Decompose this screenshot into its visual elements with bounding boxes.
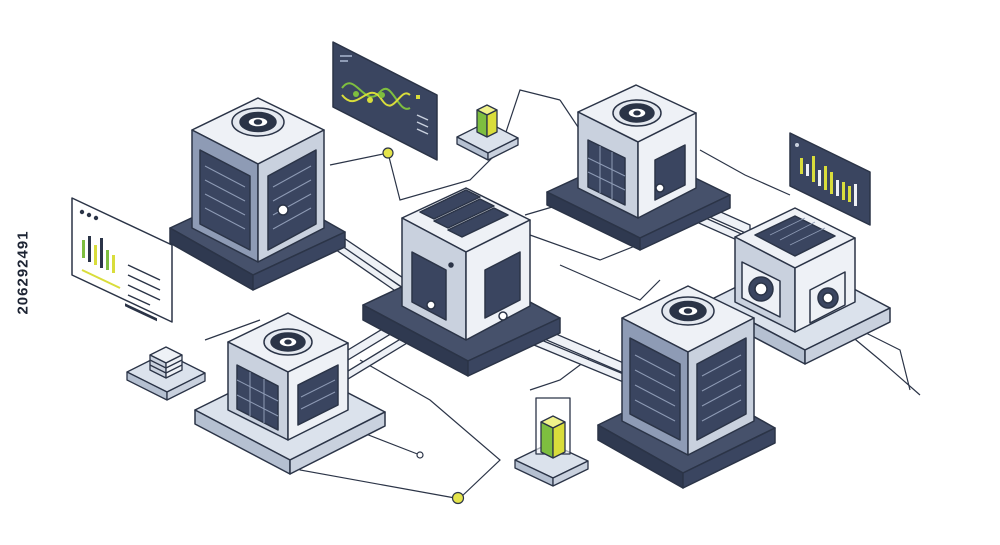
server-center — [362, 187, 561, 377]
cube-node-bottom — [514, 397, 589, 487]
chart-panel-right — [789, 132, 871, 226]
chart-panel-top — [332, 41, 438, 161]
database-stack-node — [126, 346, 206, 401]
server-fan-top-right — [546, 84, 731, 251]
vertical-image-id: 206292491 — [8, 0, 38, 545]
server-rack-bottom-right — [597, 285, 776, 489]
server-fan-bottom-left — [194, 312, 386, 475]
cube-node-top — [456, 104, 519, 161]
image-id-text: 206292491 — [14, 230, 32, 315]
chart-panel-left — [71, 197, 173, 323]
server-rack-top-left — [169, 97, 346, 291]
server-power-supply-right — [709, 207, 891, 365]
